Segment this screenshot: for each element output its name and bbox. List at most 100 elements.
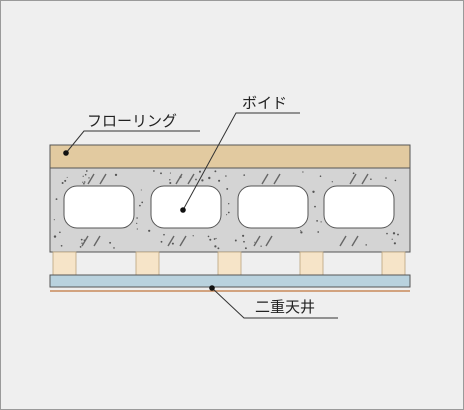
speckle (217, 247, 220, 250)
speckle (391, 238, 393, 240)
speckle (302, 171, 304, 173)
rebar-hatch (179, 235, 187, 247)
speckle (88, 177, 90, 179)
speckle (300, 231, 303, 234)
speckle (225, 175, 227, 177)
speckle (385, 177, 387, 179)
speckle (80, 238, 83, 241)
speckle (243, 240, 245, 243)
speckle (243, 174, 246, 176)
speckle (81, 242, 83, 244)
ceiling-leader-line (211, 287, 338, 319)
rebar-hatch (261, 173, 269, 185)
speckle (139, 204, 141, 207)
speckle (66, 176, 68, 178)
rebar-hatch (187, 173, 195, 185)
speckle (114, 173, 118, 177)
rebar-hatch (93, 235, 101, 247)
speckle (160, 240, 163, 243)
void-label: ボイド (242, 94, 287, 112)
speckle (195, 178, 197, 181)
speckle (169, 181, 172, 185)
speckle (386, 232, 388, 235)
speckle (60, 244, 63, 247)
voids (63, 185, 395, 229)
rebar-hatch (349, 173, 357, 185)
speckle (226, 187, 229, 190)
rebar-hatch (167, 235, 175, 247)
speckle (207, 235, 210, 238)
speckle (82, 181, 84, 183)
void-1 (63, 185, 135, 229)
void-2 (150, 185, 222, 229)
speckle (214, 245, 217, 248)
speckle (171, 242, 174, 245)
speckle (392, 232, 396, 235)
joist-5 (381, 251, 406, 276)
speckle (226, 214, 228, 216)
rebar-hatch (175, 173, 183, 185)
speckle (136, 217, 138, 219)
joist-3 (217, 251, 242, 276)
speckle (82, 175, 84, 177)
void-4 (323, 185, 395, 229)
speckle (53, 219, 55, 221)
speckle (331, 181, 333, 183)
speckle (136, 228, 138, 230)
joist-4 (299, 251, 324, 276)
speckle (84, 173, 87, 176)
speckle (53, 235, 57, 238)
speckle (141, 201, 144, 204)
rebar-hatch (339, 235, 347, 247)
speckle (59, 231, 61, 234)
speckle (244, 247, 247, 250)
void-leader-dot (180, 207, 186, 213)
speckle (228, 203, 230, 205)
concrete-texture (53, 170, 399, 250)
speckle (300, 230, 302, 232)
speckle (234, 239, 237, 242)
speckle (215, 237, 217, 240)
speckle (365, 244, 367, 246)
speckle (393, 242, 396, 245)
ceiling-leader-dot (209, 285, 215, 291)
joist-2 (135, 251, 160, 276)
speckle (55, 198, 58, 201)
speckle (227, 211, 230, 214)
speckle (140, 189, 142, 191)
speckle (169, 179, 171, 181)
rebar-hatch (87, 173, 95, 185)
speckle (153, 170, 155, 172)
speckle (64, 179, 67, 182)
speckle (169, 172, 171, 174)
speckle (314, 205, 316, 208)
rebar-hatch (99, 173, 107, 185)
speckle (394, 179, 397, 182)
rebar-hatch (265, 235, 273, 247)
rebar-hatches (81, 173, 369, 247)
joist-1 (52, 251, 77, 276)
void-leader-line (182, 112, 300, 211)
rebar-hatch (253, 235, 261, 247)
speckle (317, 231, 320, 233)
ceiling-board (49, 274, 411, 288)
speckle (319, 175, 322, 177)
speckle (113, 247, 115, 249)
speckle (148, 229, 151, 232)
speckle (83, 181, 86, 183)
flooring-leader-dot (63, 150, 69, 156)
speckle (352, 172, 355, 175)
speckle (136, 222, 138, 225)
rebar-hatch (273, 173, 281, 185)
rebar-hatch (351, 235, 359, 247)
ceiling-label: 二重天井 (255, 298, 315, 316)
speckle (242, 234, 245, 237)
speckle (79, 246, 82, 248)
void-3 (237, 185, 309, 229)
speckle (260, 245, 262, 247)
speckle (160, 172, 162, 175)
speckle (214, 170, 217, 173)
speckle (320, 221, 322, 223)
